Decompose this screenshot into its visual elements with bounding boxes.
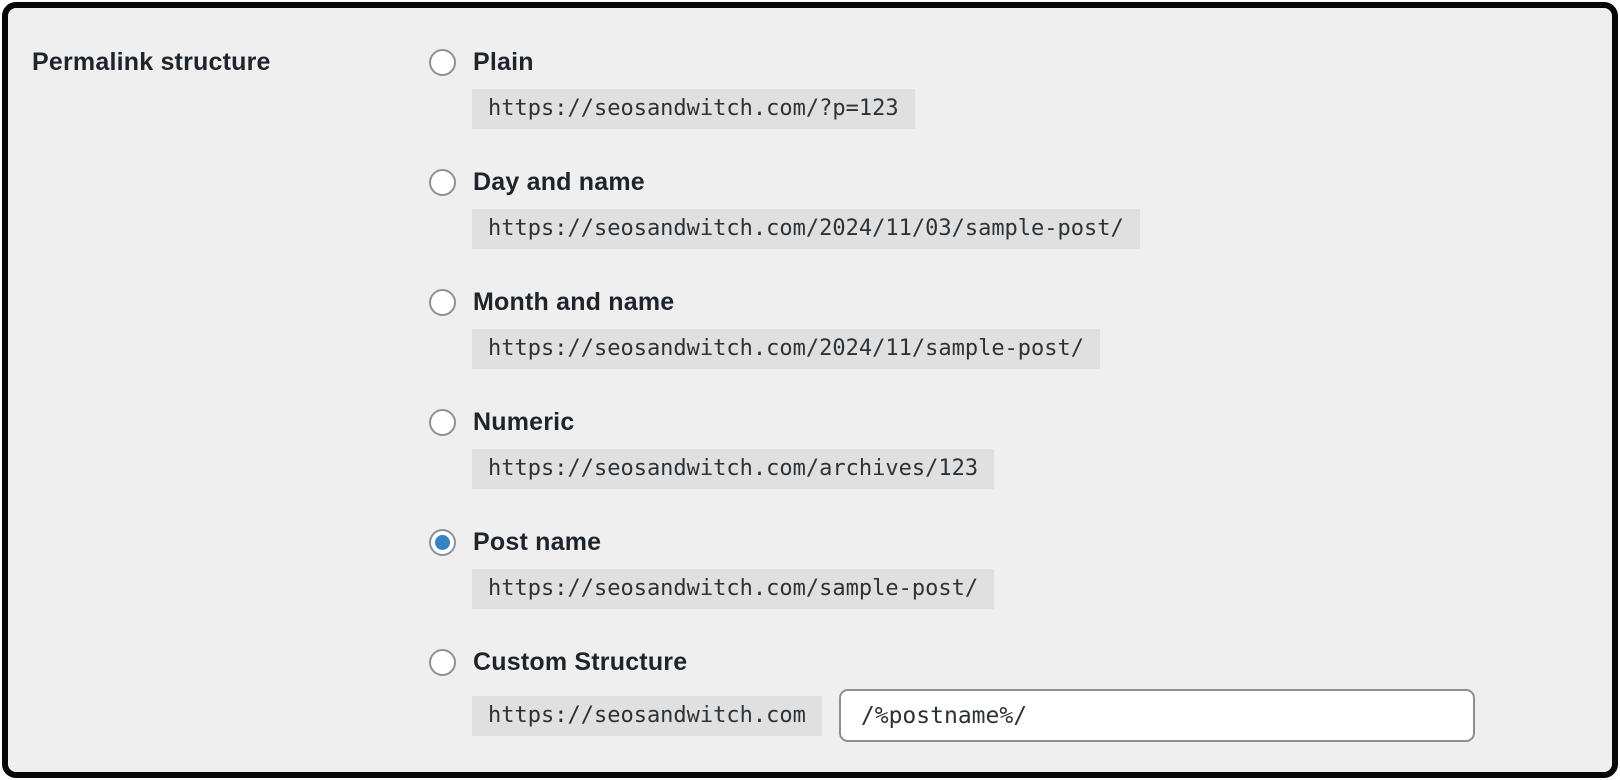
option-plain-label[interactable]: Plain — [473, 48, 534, 76]
option-month-and-name: Month and name https://seosandwitch.com/… — [429, 288, 1612, 369]
option-custom-structure-example: https://seosandwitch.com — [472, 689, 1612, 742]
option-month-and-name-head: Month and name — [429, 288, 1612, 316]
option-custom-structure: Custom Structure https://seosandwitch.co… — [429, 648, 1612, 742]
option-post-name-example: https://seosandwitch.com/sample-post/ — [472, 569, 1612, 609]
option-numeric-url: https://seosandwitch.com/archives/123 — [472, 449, 995, 489]
option-day-and-name-head: Day and name — [429, 168, 1612, 196]
radio-post-name-selected[interactable] — [429, 528, 456, 556]
custom-structure-url-prefix: https://seosandwitch.com — [472, 695, 822, 736]
section-label-column: Permalink structure — [32, 48, 429, 76]
option-post-name-head: Post name — [429, 528, 1612, 556]
option-post-name-url: https://seosandwitch.com/sample-post/ — [472, 569, 995, 609]
option-numeric-head: Numeric — [429, 408, 1612, 436]
option-day-and-name-label[interactable]: Day and name — [473, 168, 645, 196]
radio-numeric[interactable] — [429, 408, 456, 436]
option-month-and-name-label[interactable]: Month and name — [473, 288, 675, 316]
permalink-structure-section: Permalink structure Plain https://seosan… — [8, 8, 1612, 742]
option-month-and-name-example: https://seosandwitch.com/2024/11/sample-… — [472, 329, 1612, 369]
option-day-and-name-url: https://seosandwitch.com/2024/11/03/samp… — [472, 209, 1140, 249]
option-plain-url: https://seosandwitch.com/?p=123 — [472, 89, 915, 129]
radio-month-and-name[interactable] — [429, 288, 456, 316]
custom-structure-input[interactable] — [838, 689, 1475, 742]
option-numeric: Numeric https://seosandwitch.com/archive… — [429, 408, 1612, 489]
option-plain-example: https://seosandwitch.com/?p=123 — [472, 89, 1612, 129]
section-title: Permalink structure — [32, 48, 271, 76]
option-plain-head: Plain — [429, 48, 1612, 76]
option-day-and-name-example: https://seosandwitch.com/2024/11/03/samp… — [472, 209, 1612, 249]
option-post-name-label[interactable]: Post name — [473, 528, 602, 556]
radio-day-and-name[interactable] — [429, 168, 456, 196]
option-month-and-name-url: https://seosandwitch.com/2024/11/sample-… — [472, 329, 1101, 369]
option-numeric-label[interactable]: Numeric — [473, 408, 575, 436]
permalink-options-list: Plain https://seosandwitch.com/?p=123 Da… — [429, 48, 1612, 742]
option-custom-structure-label[interactable]: Custom Structure — [473, 648, 688, 676]
option-day-and-name: Day and name https://seosandwitch.com/20… — [429, 168, 1612, 249]
radio-plain[interactable] — [429, 48, 456, 76]
option-numeric-example: https://seosandwitch.com/archives/123 — [472, 449, 1612, 489]
radio-custom-structure[interactable] — [429, 648, 456, 676]
option-custom-structure-head: Custom Structure — [429, 648, 1612, 676]
option-plain: Plain https://seosandwitch.com/?p=123 — [429, 48, 1612, 129]
option-post-name: Post name https://seosandwitch.com/sampl… — [429, 528, 1612, 609]
